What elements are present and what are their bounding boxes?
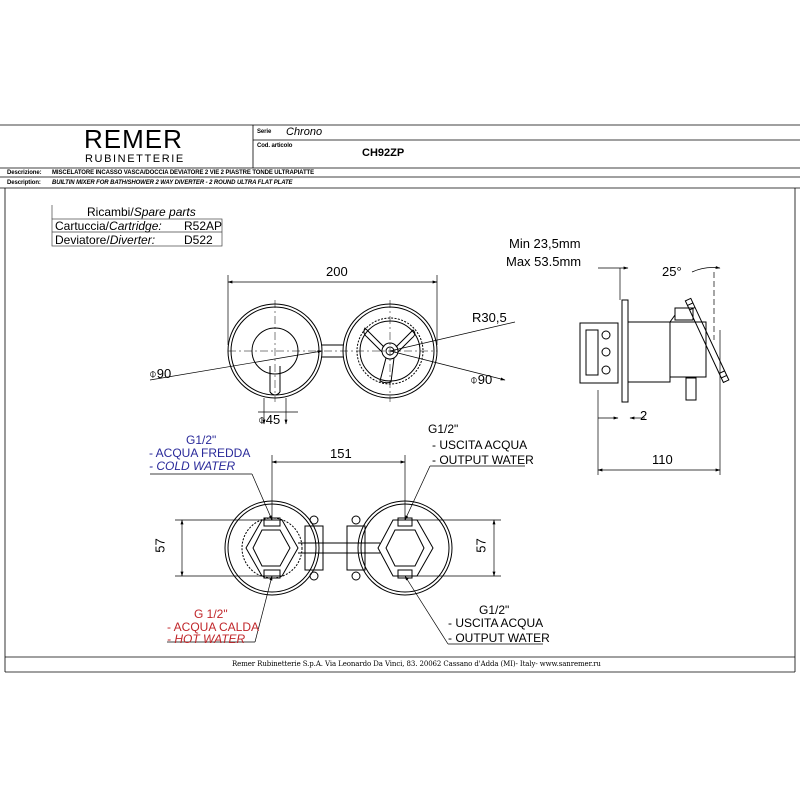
hot-water-size: G 1/2": [194, 607, 228, 621]
description-label: Descrizione:: [7, 170, 42, 176]
cartridge-code: R52AP: [184, 219, 223, 233]
dim-center-151: 151: [330, 446, 352, 461]
hot-water-english: - HOT WATER: [167, 632, 246, 646]
description-italian: MISCELATORE INCASSO VASCA/DOCCIA DEVIATO…: [52, 170, 314, 176]
cold-water-size: G1/2": [186, 433, 217, 447]
cold-water-english: - COLD WATER: [149, 459, 236, 473]
dim-radius: R30,5: [472, 310, 507, 325]
front-view: [227, 300, 438, 402]
output-water-bottom-italian: - USCITA ACQUA: [448, 616, 544, 630]
company-address: Remer Rubinetterie S.p.A. Via Leonardo D…: [232, 660, 601, 668]
spare-parts-title: Ricambi/Spare parts: [87, 205, 196, 219]
side-view-dimension-lines: [597, 265, 721, 475]
dim-diameter-right: ⌽90: [470, 372, 493, 387]
spare-parts-cartridge: Cartuccia/Cartridge:: [55, 219, 162, 233]
dim-height-left: 57: [152, 538, 168, 553]
dim-diameter-handle: ⌽45: [258, 412, 281, 427]
description-english: BUILTIN MIXER FOR BATH/SHOWER 2 WAY DIVE…: [52, 180, 293, 186]
front-view-dimension-lines: [149, 275, 516, 425]
output-water-top-size: G1/2": [428, 422, 459, 436]
serie-label: Serie: [257, 129, 272, 135]
code-value: CH92ZP: [362, 147, 405, 159]
serie-value: Chrono: [286, 126, 323, 138]
cold-water-italian: - ACQUA FREDDA: [149, 446, 251, 460]
side-view: [579, 297, 730, 403]
spare-parts-table-grid: [51, 205, 223, 247]
hot-water-italian: - ACQUA CALDA: [167, 620, 260, 634]
rear-view: [224, 500, 453, 596]
dim-min-depth: Min 23,5mm: [509, 236, 581, 251]
diverter-code: D522: [184, 233, 213, 247]
output-water-top-english: - OUTPUT WATER: [432, 453, 534, 467]
description-english-label: Description:: [7, 180, 41, 186]
output-water-bottom-english: - OUTPUT WATER: [448, 631, 550, 645]
dim-width-200: 200: [326, 264, 348, 279]
dim-angle: 25°: [662, 264, 682, 279]
spare-parts-diverter: Deviatore/Diverter:: [55, 233, 156, 247]
output-water-top-italian: - USCITA ACQUA: [432, 438, 528, 452]
output-water-bottom-size: G1/2": [479, 603, 510, 617]
code-label: Cod. articolo: [257, 143, 293, 149]
dim-height-right: 57: [473, 538, 489, 553]
rear-view-dimension-lines: [150, 455, 543, 645]
brand-logo: REMER: [84, 124, 183, 154]
dim-diameter-left: ⌽90: [149, 366, 172, 381]
dim-plate-thickness: 2: [640, 408, 648, 423]
brand-subtitle: RUBINETTERIE: [85, 153, 185, 165]
title-block-frame: [0, 124, 800, 673]
dim-max-depth: Max 53.5mm: [506, 254, 582, 269]
dim-depth-110: 110: [652, 452, 673, 467]
